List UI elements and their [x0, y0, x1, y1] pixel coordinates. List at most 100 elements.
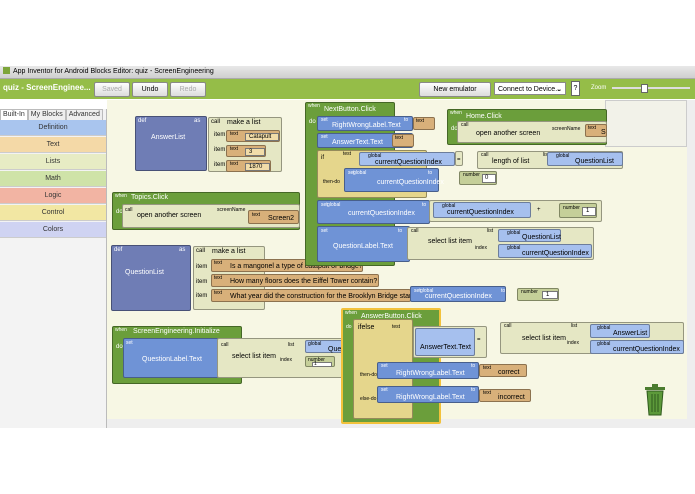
vertical-scrollbar[interactable]	[687, 100, 695, 428]
saved-button[interactable]: Saved	[94, 82, 130, 97]
then-do-label: then-do	[360, 372, 377, 378]
text-block-correct[interactable]: text correct	[479, 364, 527, 377]
workspace-minimap[interactable]	[605, 100, 687, 147]
index-label: index	[567, 340, 579, 346]
text-value[interactable]: 1870	[245, 163, 270, 171]
drawer-lists[interactable]: Lists	[0, 154, 106, 170]
set-keyword: set	[321, 202, 328, 208]
number-field[interactable]	[542, 291, 558, 299]
toolbar: quiz - ScreenEnginee... Saved Undo Redo …	[0, 79, 695, 99]
zoom-slider-handle[interactable]	[641, 84, 648, 93]
def-questionlist-block[interactable]: def as QuestionList	[111, 245, 191, 311]
trash-icon[interactable]	[642, 383, 668, 417]
set-keyword: set	[381, 363, 388, 369]
text-keyword: text	[395, 135, 404, 141]
drawer-control[interactable]: Control	[0, 205, 106, 221]
index-label: index	[280, 357, 292, 363]
blocks-workspace[interactable]: def as AnswerList call make a list item …	[107, 100, 695, 428]
call-keyword: call	[211, 119, 221, 125]
text-block-empty-2[interactable]: text	[392, 134, 414, 147]
connect-device-select[interactable]: Connect to Device...⌄	[494, 82, 566, 95]
set-keyword: set	[126, 340, 133, 346]
variable-name: Que	[328, 346, 342, 353]
param-label: screenName	[552, 126, 581, 132]
number-keyword: number	[521, 289, 538, 295]
def-name: AnswerList	[151, 134, 186, 141]
item-label: item	[196, 264, 208, 270]
number-keyword: number	[563, 205, 580, 211]
item-label: item	[214, 132, 226, 138]
number-field[interactable]	[482, 174, 496, 183]
zoom-slider[interactable]	[612, 87, 690, 89]
drawer-math[interactable]: Math	[0, 171, 106, 187]
variable-name: QuestionList	[575, 158, 614, 165]
answertext-text-getter[interactable]: AnswerText.Text	[415, 328, 475, 356]
as-keyword: as	[179, 247, 186, 253]
text-value-catapult: Catapult	[249, 134, 272, 140]
text-keyword: text	[483, 365, 492, 371]
variable-name: QuestionList	[522, 234, 561, 241]
variable-name: currentQuestionIndex	[613, 346, 680, 353]
item-label: item	[196, 279, 208, 285]
equals-block-1[interactable]: =	[455, 151, 463, 166]
text-value[interactable]: 3	[245, 148, 265, 156]
set-questionlabel-block-1[interactable]: set QuestionLabel.Text to	[123, 338, 227, 378]
text-keyword: text	[252, 212, 261, 218]
text-keyword: text	[214, 290, 223, 296]
number-field[interactable]	[582, 207, 596, 216]
text-block-empty-1[interactable]: text	[413, 117, 435, 130]
to-keyword: to	[471, 387, 476, 393]
help-button[interactable]: ?	[571, 81, 580, 96]
text-keyword: text	[214, 275, 223, 281]
number-field[interactable]	[312, 362, 332, 367]
undo-button[interactable]: Undo	[132, 82, 168, 97]
new-emulator-button[interactable]: New emulator	[419, 82, 491, 97]
drawer-text[interactable]: Text	[0, 137, 106, 153]
method-label: select list item	[428, 238, 472, 245]
global-keyword: global	[353, 170, 367, 176]
call-keyword: call	[481, 152, 489, 158]
redo-button[interactable]: Redo	[170, 82, 206, 97]
drawer-colors[interactable]: Colors	[0, 222, 106, 238]
text-value-question-3: What year did the construction for the B…	[230, 293, 418, 300]
text-value: S	[601, 129, 606, 136]
chevron-down-icon: ⌄	[556, 86, 562, 93]
drawer-definition[interactable]: Definition	[0, 120, 106, 136]
text-value-correct: correct	[498, 369, 520, 376]
drawer-logic[interactable]: Logic	[0, 188, 106, 204]
do-keyword: do	[309, 119, 316, 125]
text-value[interactable]: Catapult	[245, 133, 279, 141]
def-answerlist-block[interactable]: def as AnswerList	[135, 116, 207, 171]
text-keyword: text	[214, 260, 223, 266]
make-list-label: make a list	[212, 248, 246, 255]
